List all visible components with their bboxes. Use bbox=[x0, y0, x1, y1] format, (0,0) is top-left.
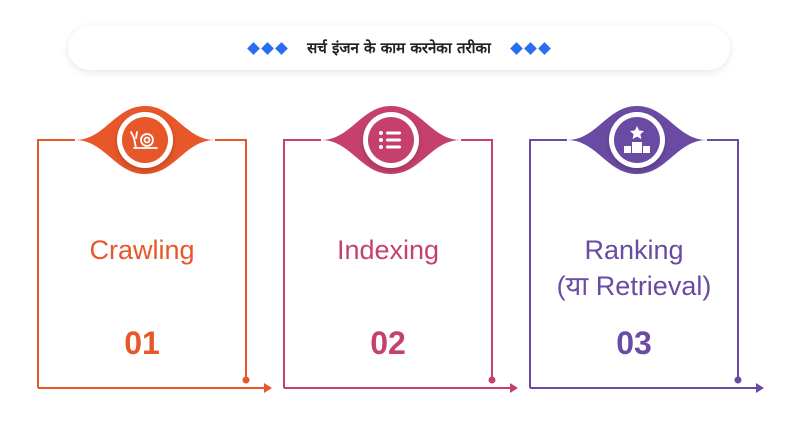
step-number-3: 03 bbox=[616, 325, 652, 361]
arrow-head-icon bbox=[510, 383, 518, 393]
step-label-crawling: Crawling bbox=[89, 235, 195, 265]
step-frame-3 bbox=[529, 106, 764, 393]
page-title: सर्च इंजन के काम करनेका तरीका bbox=[307, 39, 491, 57]
step-frame-2 bbox=[283, 106, 518, 393]
snail-icon bbox=[130, 131, 158, 149]
arrow-head-icon bbox=[264, 383, 272, 393]
step-number-1: 01 bbox=[124, 325, 160, 361]
frame-end-dot bbox=[488, 376, 496, 384]
frame-border bbox=[37, 139, 247, 388]
step-label-ranking-subtitle: (या Retrieval) bbox=[556, 271, 712, 301]
list-icon bbox=[379, 131, 401, 149]
frame-border bbox=[283, 139, 493, 388]
title-banner: सर्च इंजन के काम करनेका तरीका bbox=[68, 26, 730, 70]
frame-border bbox=[529, 139, 739, 388]
badge-inner-circle bbox=[614, 117, 660, 163]
arrow-head-icon bbox=[756, 383, 764, 393]
podium-star-icon bbox=[624, 126, 650, 153]
step-label-indexing: Indexing bbox=[336, 235, 440, 265]
step-number-2: 02 bbox=[370, 325, 406, 361]
step-label-ranking: Ranking bbox=[584, 235, 684, 265]
step-frame-1 bbox=[37, 106, 272, 393]
frame-end-dot bbox=[242, 376, 250, 384]
frame-end-dot bbox=[734, 376, 742, 384]
